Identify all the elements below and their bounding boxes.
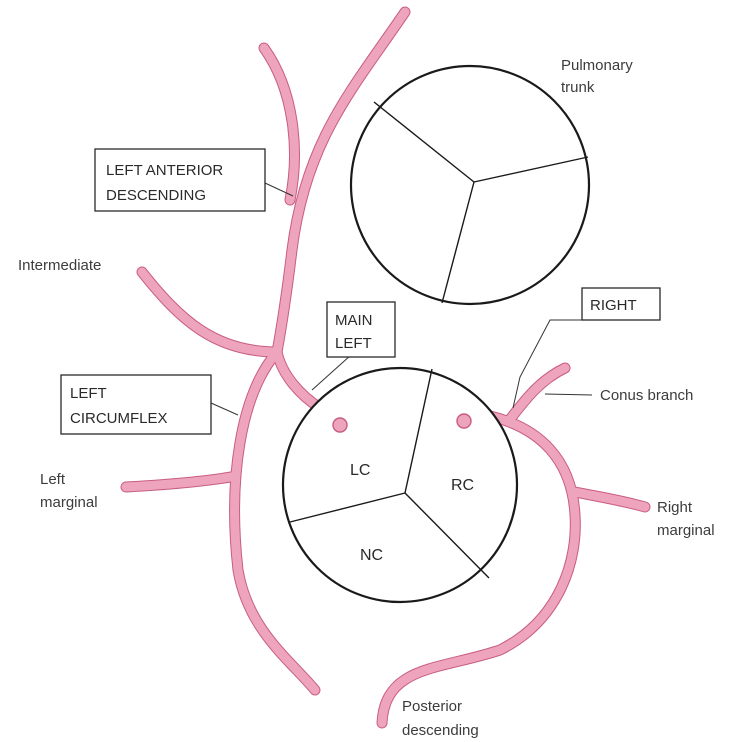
posterior-label-line1: Posterior xyxy=(402,698,462,715)
cusp-rc: RC xyxy=(451,477,474,494)
conus-label: Conus branch xyxy=(600,387,693,404)
left-coronary-ostium xyxy=(333,418,347,432)
intermediate-vessel xyxy=(142,272,277,352)
right-coronary-ostium xyxy=(457,414,471,428)
right-marginal-label-line1: Right xyxy=(657,499,693,516)
cusp-lc: LC xyxy=(350,462,370,479)
posterior-label-line2: descending xyxy=(402,722,479,739)
circumflex-label-line1: LEFT xyxy=(70,385,107,402)
lad-label-line2: DESCENDING xyxy=(106,187,206,204)
main-left-label-line2: LEFT xyxy=(335,335,372,352)
pulmonary-label-line1: Pulmonary xyxy=(561,57,633,74)
circumflex-label-line2: CIRCUMFLEX xyxy=(70,410,168,427)
diagonal-vessel xyxy=(264,48,294,200)
left-marginal-label-line2: marginal xyxy=(40,494,98,511)
label-circumflex-box: LEFT CIRCUMFLEX xyxy=(61,375,211,434)
label-lad-box: LEFT ANTERIOR DESCENDING xyxy=(95,149,265,211)
pulmonary-valve xyxy=(351,66,589,304)
main-left-label-line1: MAIN xyxy=(335,312,373,329)
cusp-nc: NC xyxy=(360,547,383,564)
aortic-valve: LC RC NC xyxy=(283,368,517,602)
left-marginal-label-line1: Left xyxy=(40,471,66,488)
lad-label-line1: LEFT ANTERIOR xyxy=(106,162,223,179)
label-main-left-box: MAIN LEFT xyxy=(327,302,395,357)
right-label: RIGHT xyxy=(590,297,637,314)
label-right-box: RIGHT xyxy=(582,288,660,320)
intermediate-label: Intermediate xyxy=(18,257,101,274)
right-marginal-label-line2: marginal xyxy=(657,522,715,539)
pulmonary-label-line2: trunk xyxy=(561,79,595,96)
